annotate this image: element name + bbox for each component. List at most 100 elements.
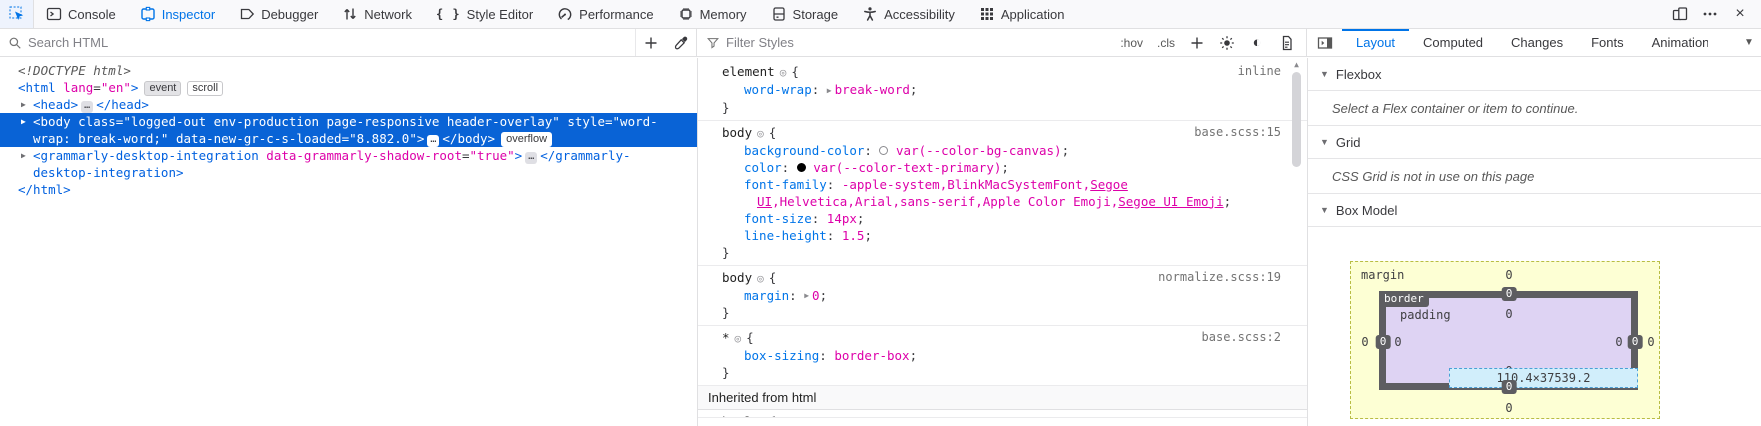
margin-left-value[interactable]: 0: [1361, 335, 1369, 349]
eyedropper-button[interactable]: [666, 29, 696, 56]
sidebar-tab-layout[interactable]: Layout: [1342, 29, 1410, 56]
tab-label: Performance: [579, 6, 654, 22]
rule-declaration[interactable]: color: var(--color-text-primary);: [744, 159, 1009, 175]
tab-memory[interactable]: Memory: [666, 0, 759, 28]
rule-declaration[interactable]: font-family: -apple-system,BlinkMacSyste…: [744, 176, 1128, 192]
tab-network[interactable]: Network: [330, 0, 424, 28]
padding-right-value[interactable]: 0: [1615, 335, 1623, 349]
expand-twisty-icon[interactable]: ▶: [21, 117, 26, 126]
rule-selector-line[interactable]: html◎{: [698, 413, 1307, 417]
box-model-margin-region[interactable]: margin 0 0 0 0 border padding 0 0 0 0 11…: [1350, 261, 1660, 419]
markup-row-doctype[interactable]: <!DOCTYPE html>: [18, 63, 131, 78]
markup-toolbar-buttons: [635, 29, 696, 56]
all-tabs-menu-button[interactable]: ▼: [1737, 29, 1761, 56]
filter-styles-box[interactable]: [698, 35, 1114, 50]
margin-right-value[interactable]: 0: [1647, 335, 1655, 349]
toggle-pseudo-classes-button[interactable]: :hov: [1120, 35, 1143, 50]
markup-row-grammarly-line2[interactable]: desktop-integration>: [33, 165, 184, 180]
flexbox-message: Select a Flex container or item to conti…: [1308, 91, 1761, 126]
css-rule-element: element◎{inline word-wrap: ▶break-word; …: [698, 60, 1307, 121]
rules-scrollbar[interactable]: ▲: [1290, 60, 1303, 426]
rule-source-link[interactable]: normalize.scss:19: [1158, 269, 1281, 284]
border-label: border: [1379, 291, 1429, 307]
rule-source-link[interactable]: base.scss:15: [1194, 124, 1281, 139]
rule-declaration[interactable]: line-height: 1.5;: [744, 227, 872, 243]
search-html-input[interactable]: [28, 35, 635, 50]
rule-selector-line[interactable]: *◎{base.scss:2: [722, 330, 1281, 345]
tab-performance[interactable]: Performance: [545, 0, 665, 28]
element-picker-button[interactable]: [0, 0, 34, 28]
application-icon: [980, 8, 993, 20]
three-pane-icon: [1317, 36, 1333, 49]
panel-divider[interactable]: [697, 58, 698, 426]
rule-source-link[interactable]: base.scss:2: [1201, 330, 1281, 344]
sidebar-tab-animations[interactable]: Animations: [1638, 29, 1708, 56]
box-model-section-header[interactable]: ▼ Box Model: [1308, 194, 1761, 227]
tab-console[interactable]: Console: [34, 0, 128, 28]
sidebar-tab-computed[interactable]: Computed: [1409, 29, 1497, 56]
markup-row-head[interactable]: ▶<head>…</head>: [21, 97, 149, 113]
sidebar-tab-fonts[interactable]: Fonts: [1577, 29, 1638, 56]
expand-twisty-icon[interactable]: ▶: [21, 100, 26, 109]
expand-twisty-icon[interactable]: ▶: [21, 151, 26, 160]
rule-declaration[interactable]: font-size: 14px;: [744, 210, 865, 226]
create-new-node-button[interactable]: [636, 29, 666, 56]
tab-application[interactable]: Application: [967, 0, 1077, 28]
dark-scheme-simulation-button[interactable]: ◐: [1242, 29, 1272, 56]
padding-top-value[interactable]: 0: [1505, 307, 1513, 321]
rule-declaration[interactable]: background-color: var(--color-bg-canvas)…: [744, 142, 1070, 158]
markup-row-body-line1[interactable]: ▶<body class="logged-out env-production …: [21, 114, 658, 129]
markup-row-grammarly-line1[interactable]: ▶<grammarly-desktop-integration data-gra…: [21, 148, 631, 164]
sidebar-tab-changes[interactable]: Changes: [1497, 29, 1577, 56]
rule-selector-line[interactable]: element◎{inline: [722, 64, 1281, 79]
rule-declaration[interactable]: box-sizing: border-box;: [744, 348, 918, 363]
search-html-box[interactable]: [0, 35, 635, 50]
rule-close-brace: }: [722, 99, 730, 115]
light-scheme-simulation-button[interactable]: [1212, 29, 1242, 56]
devtools-menu-button[interactable]: [1697, 0, 1723, 28]
markup-row-body-line2[interactable]: wrap: break-word;" data-new-gr-c-s-loade…: [0, 130, 697, 147]
rule-selector-line[interactable]: body◎{base.scss:15: [722, 124, 1281, 140]
border-right-value[interactable]: 0: [1627, 335, 1643, 349]
tab-inspector[interactable]: Inspector: [128, 0, 227, 28]
rule-declaration-wrap[interactable]: UI,Helvetica,Arial,sans-serif,Apple Colo…: [757, 193, 1232, 209]
rule-declaration[interactable]: margin: ▶0;: [744, 287, 828, 303]
scroll-up-arrow-icon[interactable]: ▲: [1294, 60, 1299, 69]
flexbox-section-header[interactable]: ▼ Flexbox: [1308, 58, 1761, 91]
panel-divider[interactable]: [1307, 58, 1308, 426]
section-title: Flexbox: [1335, 66, 1382, 82]
selected-node-row-body[interactable]: ▶<body class="logged-out env-production …: [0, 113, 697, 147]
toolbar-right-buttons: ×: [1667, 0, 1761, 28]
toggle-3-pane-button[interactable]: [1308, 29, 1342, 56]
grid-section-header[interactable]: ▼ Grid: [1308, 126, 1761, 159]
border-left-value[interactable]: 0: [1375, 335, 1391, 349]
box-model-content-region[interactable]: 110.4×37539.2: [1449, 368, 1638, 388]
scrollbar-thumb[interactable]: [1292, 72, 1301, 167]
rule-source-link[interactable]: inline: [1237, 64, 1281, 78]
print-media-simulation-button[interactable]: [1272, 29, 1302, 56]
triangle-down-icon: ▼: [1320, 137, 1329, 147]
toggle-classes-button[interactable]: .cls: [1157, 35, 1175, 50]
close-devtools-button[interactable]: ×: [1727, 0, 1753, 28]
tab-accessibility[interactable]: Accessibility: [850, 0, 967, 28]
rule-selector-line[interactable]: body◎{normalize.scss:19: [722, 269, 1281, 285]
margin-top-value[interactable]: 0: [1505, 268, 1513, 282]
rule-close-brace: }: [722, 244, 730, 260]
padding-left-value[interactable]: 0: [1394, 335, 1402, 349]
margin-bottom-value[interactable]: 0: [1505, 401, 1513, 415]
responsive-design-mode-button[interactable]: [1667, 0, 1693, 28]
tab-style-editor[interactable]: { } Style Editor: [424, 0, 545, 28]
add-rule-button[interactable]: [1182, 29, 1212, 56]
filter-styles-input[interactable]: [726, 35, 1114, 50]
tab-storage[interactable]: Storage: [759, 0, 851, 28]
border-top-value[interactable]: 0: [1501, 287, 1517, 301]
border-bottom-value[interactable]: 0: [1501, 380, 1517, 394]
tab-debugger[interactable]: Debugger: [227, 0, 330, 28]
box-model-border-region[interactable]: border padding 0 0 0 0 110.4×37539.2: [1379, 291, 1638, 390]
console-icon: [46, 7, 62, 21]
markup-row-html-close[interactable]: </html>: [18, 182, 71, 197]
rule-declaration[interactable]: word-wrap: ▶break-word;: [744, 82, 918, 97]
